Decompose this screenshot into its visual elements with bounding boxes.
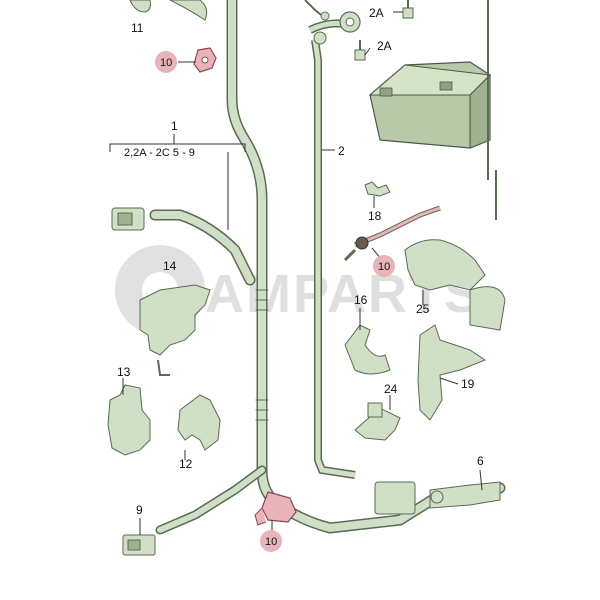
callout-2a-top: 2A bbox=[369, 6, 384, 20]
callout-10-bottom[interactable]: 10 bbox=[260, 530, 282, 552]
battery[interactable] bbox=[368, 61, 492, 149]
part-10-mid-cable-tie[interactable] bbox=[343, 205, 441, 262]
part-19-bracket[interactable] bbox=[417, 324, 487, 421]
part-24-sensor[interactable] bbox=[354, 402, 401, 441]
bolt-2a-mid[interactable] bbox=[354, 40, 366, 61]
callout-1: 1 bbox=[171, 119, 178, 133]
callout-6: 6 bbox=[477, 454, 484, 468]
battery-terminal-clamp[interactable] bbox=[313, 11, 361, 45]
callout-25: 25 bbox=[416, 302, 430, 316]
callout-24: 24 bbox=[384, 382, 398, 396]
part-13-bracket[interactable] bbox=[107, 384, 151, 456]
upper-clip-part[interactable] bbox=[304, 0, 330, 21]
part-10-top-highlight[interactable] bbox=[193, 47, 217, 73]
part-6-connector[interactable] bbox=[374, 481, 501, 515]
part-10-bottom-highlight[interactable] bbox=[254, 491, 297, 526]
callout-18: 18 bbox=[368, 209, 382, 223]
part-9-connector[interactable] bbox=[122, 534, 156, 556]
leader-lines bbox=[109, 11, 483, 535]
part-16-clip[interactable] bbox=[344, 324, 391, 375]
callout-14: 14 bbox=[163, 259, 177, 273]
callout-10-top[interactable]: 10 bbox=[155, 51, 177, 73]
part-18-clip[interactable] bbox=[364, 181, 391, 197]
cable-2[interactable] bbox=[308, 19, 356, 479]
callout-9: 9 bbox=[136, 503, 143, 517]
part-14-bracket[interactable] bbox=[139, 284, 211, 376]
callout-19: 19 bbox=[461, 377, 475, 391]
callout-10-mid[interactable]: 10 bbox=[373, 255, 395, 277]
part-12-bracket[interactable] bbox=[177, 394, 221, 451]
callout-16: 16 bbox=[354, 293, 368, 307]
callout-1-sub: 2,2A - 2C 5 - 9 bbox=[124, 147, 195, 159]
callout-11: 11 bbox=[131, 21, 144, 35]
battery-bracket bbox=[487, 0, 497, 220]
part-11[interactable] bbox=[129, 0, 208, 21]
part-25-cover[interactable] bbox=[404, 239, 506, 331]
callout-10-bottom-text: 10 bbox=[265, 536, 277, 548]
part-14-connector[interactable] bbox=[111, 207, 145, 231]
callout-10-mid-text: 10 bbox=[378, 261, 390, 273]
callout-2a-mid: 2A bbox=[377, 39, 392, 53]
callout-2: 2 bbox=[338, 144, 345, 158]
bolt-2a-top[interactable] bbox=[402, 0, 414, 19]
callout-13: 13 bbox=[117, 365, 131, 379]
main-harness-cable[interactable] bbox=[149, 0, 506, 535]
callout-12: 12 bbox=[179, 457, 193, 471]
callout-10-top-text: 10 bbox=[160, 57, 172, 69]
